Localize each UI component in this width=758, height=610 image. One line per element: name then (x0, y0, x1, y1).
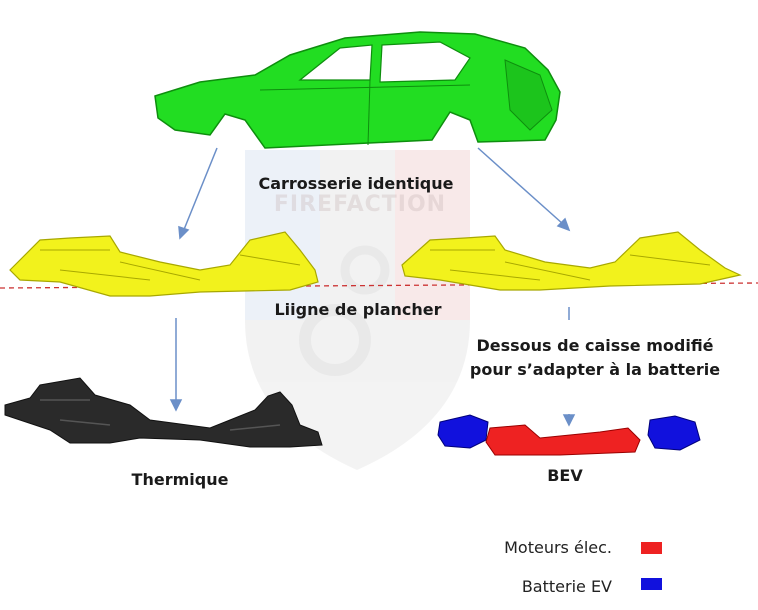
thermal-drivetrain (4, 377, 323, 448)
legend-label-motors: Moteurs élec. (504, 538, 612, 557)
thermal-label: Thermique (131, 470, 229, 489)
legend-label-battery: Batterie EV (521, 577, 612, 596)
watermark-shield (245, 150, 470, 470)
underbody-label-line1: Dessous de caisse modifié (476, 336, 714, 355)
floor-line-label: Liigne de plancher (274, 300, 442, 319)
legend-swatch-battery (641, 578, 662, 590)
bev-drivetrain (437, 414, 701, 456)
floor-structure-left (9, 231, 319, 297)
underbody-label-line2: pour s’adapter à la batterie (469, 360, 721, 379)
car-body-shape (154, 31, 561, 149)
body-label: Carrosserie identique (258, 174, 454, 193)
floor-structure-right (401, 231, 742, 291)
bev-label: BEV (547, 466, 583, 485)
legend-swatch-motors (641, 542, 662, 554)
arrows (169, 147, 576, 427)
watermark-text: FIREFACTION (273, 192, 447, 217)
